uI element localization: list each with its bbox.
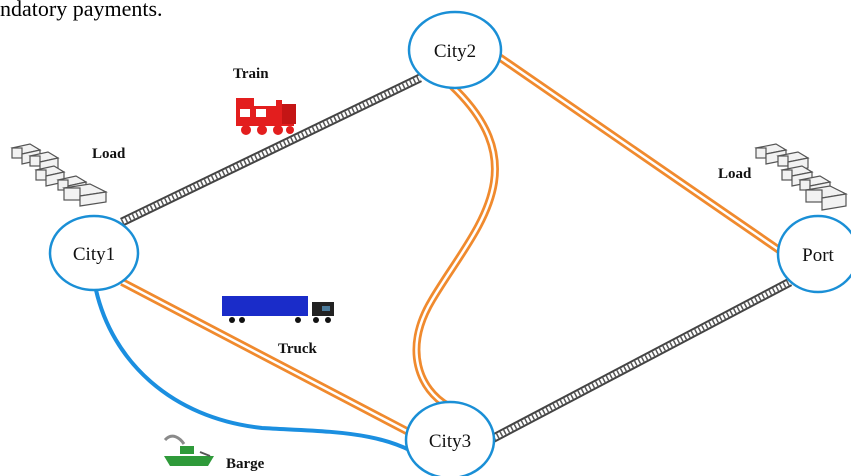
cargo-boxes-icon	[754, 143, 848, 211]
node-label-city1: City1	[73, 244, 115, 265]
truck-icon	[222, 296, 334, 323]
truck-label: Truck	[278, 341, 318, 357]
train-icon	[236, 98, 296, 135]
header-text-fragment: ndatory payments.	[0, 0, 163, 21]
road-edge-city2-port	[489, 48, 785, 256]
barge-icon	[163, 434, 214, 466]
node-port: Port	[776, 214, 851, 294]
node-city3: City3	[404, 400, 496, 476]
node-city2: City2	[407, 10, 503, 90]
node-label-city2: City2	[434, 41, 476, 62]
road-edge-city1-city3	[120, 278, 422, 442]
load-label-right: Load	[718, 166, 752, 182]
load-label-left: Load	[92, 146, 126, 162]
node-label-port: Port	[802, 245, 834, 266]
train-label: Train	[233, 66, 269, 82]
barge-label: Barge	[226, 456, 265, 472]
rail-edge-city3-port	[487, 278, 793, 444]
rail-edge-city1-city2	[120, 73, 422, 227]
node-city1: City1	[48, 214, 140, 292]
cargo-boxes-icon	[10, 143, 108, 207]
road-edge-city2-city3	[412, 83, 499, 410]
node-label-city3: City3	[429, 431, 471, 452]
water-edge-city1-city3	[94, 289, 436, 468]
